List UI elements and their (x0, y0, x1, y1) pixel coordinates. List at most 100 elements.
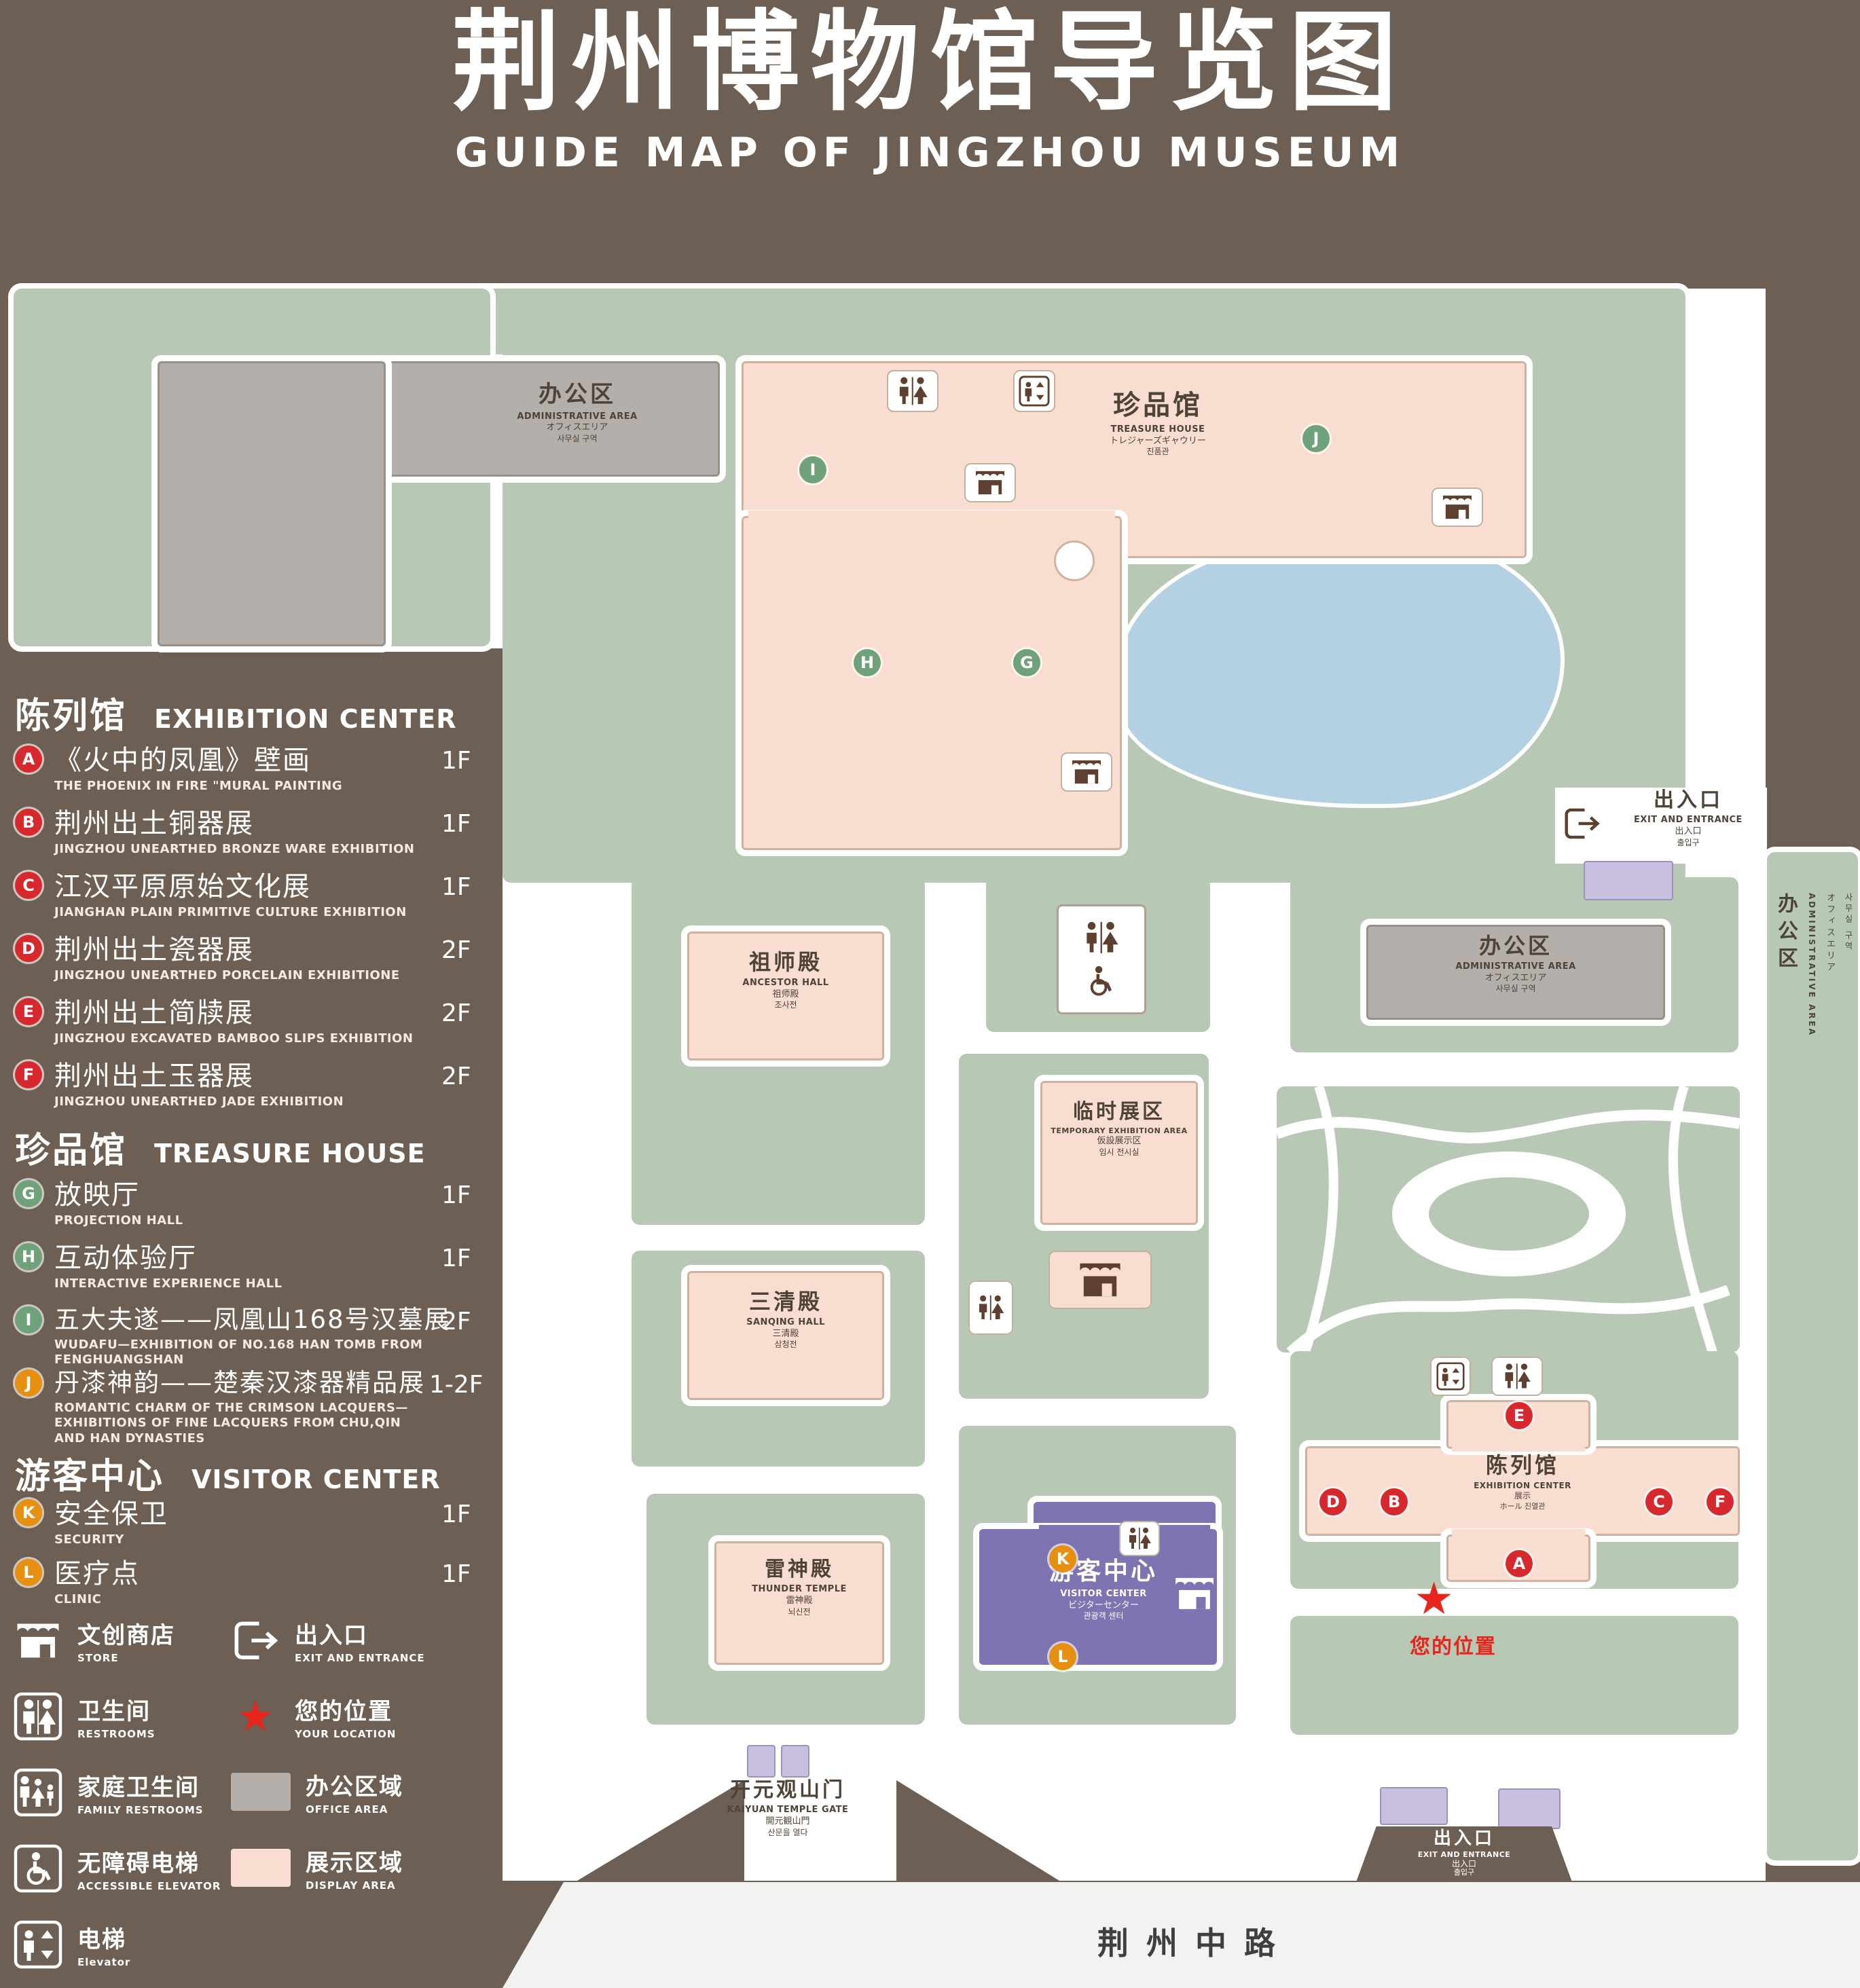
legend-marker-f: F (15, 1061, 42, 1088)
ancestor-hall-building: 祖师殿 ANCESTOR HALL 祖师殿 조사전 (687, 932, 884, 1061)
garden-paths (1277, 1086, 1740, 1352)
east-exit-label: 出入口 EXIT AND ENTRANCE 出入口 출입구 (1634, 788, 1743, 847)
gate-pillar (747, 1745, 776, 1778)
lawn-exhibition-lower (1290, 1616, 1738, 1735)
map-marker-a: A (1506, 1550, 1533, 1577)
floor-badge: 1F (441, 1245, 471, 1272)
floor-badge: 1F (441, 1181, 471, 1209)
elevator-icon (1013, 370, 1055, 412)
legend-section-exhibition-center: 陈列馆 EXHIBITION CENTER (15, 696, 457, 737)
visitor-center-label: 游客中心 VISITOR CENTER ビジターセンター 관광객 센터 (1048, 1558, 1158, 1621)
page-title: 荆州博物馆导览图 (452, 0, 1408, 126)
admin-west-label: 办公区 ADMINISTRATIVE AREA オフィスエリア 사무실 구역 (517, 381, 638, 443)
family-restroom-icon (14, 1768, 62, 1817)
elevator-icon (14, 1920, 62, 1969)
restroom-icon (887, 370, 938, 412)
map-marker-b: B (1381, 1488, 1408, 1515)
restroom-icon (1119, 1521, 1160, 1556)
restroom-icon (14, 1692, 62, 1741)
store-icon (14, 1616, 62, 1665)
store-icon (1048, 1251, 1152, 1309)
office-area-swatch (231, 1773, 291, 1811)
map-marker-d: D (1319, 1488, 1347, 1515)
admin-mid-label: 办公区 ADMINISTRATIVE AREA オフィスエリア 사무실 구역 (1455, 933, 1576, 994)
legend-marker-a: A (15, 746, 42, 773)
restroom-building (1057, 904, 1146, 1014)
elevator-icon (1430, 1357, 1471, 1396)
floor-badge: 2F (441, 999, 471, 1027)
temporary-exhibition-building: 临时展区 TEMPORARY EXHIBITION AREA 仮設展示区 임시 … (1040, 1081, 1198, 1225)
legend-marker-i: I (15, 1306, 42, 1333)
store-icon (1061, 752, 1112, 792)
thunder-temple-label: 雷神殿 THUNDER TEMPLE 雷神殿 뇌신전 (752, 1558, 847, 1617)
store-icon (964, 463, 1016, 502)
map-marker-j: J (1302, 425, 1330, 452)
floor-badge: 1F (441, 1560, 471, 1588)
floor-badge: 1F (441, 873, 471, 901)
legend-marker-b: B (15, 809, 42, 836)
map-marker-g: G (1013, 649, 1040, 676)
treasure-house-label: 珍品馆 TREASURE HOUSE トレジャーズギャウリー 진품관 (1110, 390, 1206, 457)
legend-marker-k: K (15, 1499, 42, 1526)
floor-badge: 1F (441, 1501, 471, 1528)
legend-marker-e: E (15, 998, 42, 1025)
map-marker-f: F (1707, 1488, 1734, 1515)
map-marker-l: L (1049, 1643, 1076, 1670)
restroom-icon (968, 1281, 1013, 1335)
exit-icon (1562, 805, 1601, 842)
gate-pillar (781, 1745, 809, 1778)
south-entrance-building (1498, 1788, 1561, 1829)
floor-badge: 2F (441, 936, 471, 964)
floor-badge: 1-2F (429, 1371, 484, 1399)
display-area-swatch (231, 1849, 291, 1887)
exhibition-center-label: 陈列馆 EXHIBITION CENTER 展示 ホール 진열관 (1474, 1452, 1571, 1511)
store-icon (1172, 1574, 1217, 1613)
legend-marker-c: C (15, 872, 42, 899)
floor-badge: 1F (441, 810, 471, 838)
floor-badge: 1F (441, 747, 471, 775)
exhibition-join-top (1452, 1439, 1585, 1452)
visitor-center-building (979, 1529, 1217, 1665)
east-exit-gap (1555, 788, 1767, 864)
your-location-star-icon: ★ (1414, 1572, 1455, 1625)
exit-icon (231, 1616, 280, 1665)
jingzhou-middle-road (503, 1882, 1860, 1988)
temporary-exhibition-label: 临时展区 TEMPORARY EXHIBITION AREA 仮設展示区 임시 … (1051, 1100, 1188, 1158)
admin-building-mid: 办公区 ADMINISTRATIVE AREA オフィスエリア 사무실 구역 (1366, 925, 1665, 1020)
east-entrance-building (1584, 861, 1673, 900)
south-exit-label: 出入口 EXIT AND ENTRANCE 出入口 출입구 (1417, 1828, 1511, 1877)
accessible-elevator-icon (14, 1844, 62, 1893)
page-subtitle: GUIDE MAP OF JINGZHOU MUSEUM (454, 129, 1406, 177)
kaiyuan-gate-label: 开元观山门 KAIYUAN TEMPLE GATE 開元観山門 산문을 열다 (727, 1778, 849, 1837)
accessible-icon (1084, 963, 1119, 999)
legend-marker-h: H (15, 1243, 42, 1270)
map-marker-h: H (854, 649, 881, 676)
your-location-label: 您的位置 (1410, 1635, 1497, 1659)
admin-building-west-wing (158, 361, 386, 646)
map-marker-i: I (799, 456, 826, 483)
legend-marker-g: G (15, 1180, 42, 1207)
floor-badge: 2F (441, 1063, 471, 1090)
legend-section-visitor-center: 游客中心 VISITOR CENTER (15, 1456, 441, 1497)
ancestor-hall-label: 祖师殿 ANCESTOR HALL 祖师殿 조사전 (742, 949, 829, 1010)
admin-east-label: 办公区 ADMINISTRATIVE AREA オフィスエリア 사무실 구역 (1774, 893, 1853, 1037)
road-label: 荆州中路 (1097, 1925, 1293, 1962)
restroom-icon (1491, 1357, 1543, 1396)
treasure-pond (1054, 540, 1095, 581)
map-marker-e: E (1506, 1402, 1533, 1429)
legend-section-treasure-house: 珍品馆 TREASURE HOUSE (15, 1130, 426, 1171)
